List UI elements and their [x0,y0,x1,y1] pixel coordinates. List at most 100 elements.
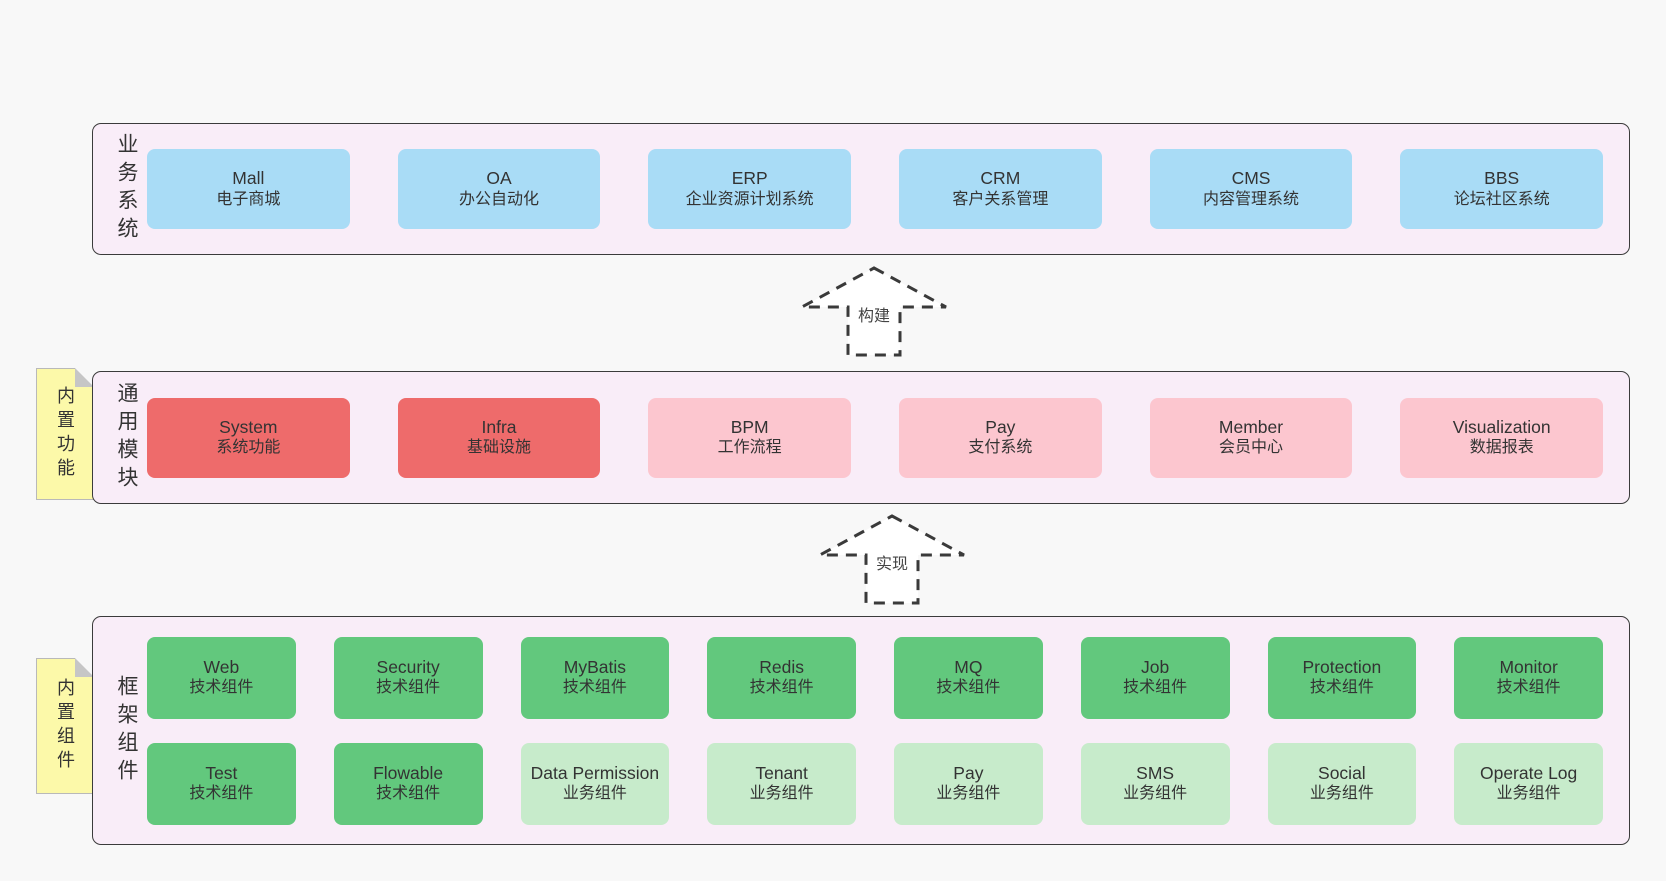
box-title: Tenant [755,762,808,783]
component-row-1: Web 技术组件 Security 技术组件 MyBatis 技术组件 Redi… [147,636,1603,719]
box-data-permission: Data Permission 业务组件 [520,742,670,825]
layer-framework-components: 框架组件 Web 技术组件 Security 技术组件 MyBatis 技术组件… [92,616,1630,845]
box-title: Security [376,656,440,677]
box-subtitle: 技术组件 [376,785,441,803]
box-title: MyBatis [563,656,626,677]
box-title: Redis [759,656,804,677]
box-protection: Protection 技术组件 [1267,636,1417,719]
box-erp: ERP 企业资源计划系统 [648,149,852,229]
box-test: Test 技术组件 [147,742,296,825]
box-member: Member 会员中心 [1149,397,1353,478]
box-title: Job [1141,656,1170,677]
box-subtitle: 企业资源计划系统 [685,190,814,208]
box-operate-log: Operate Log 业务组件 [1454,742,1603,825]
box-mq: MQ 技术组件 [894,636,1043,719]
box-subtitle: 业务组件 [1123,785,1188,803]
box-title: Social [1318,762,1366,783]
box-subtitle: 工作流程 [717,439,782,457]
box-title: Flowable [373,762,444,783]
box-subtitle: 业务组件 [936,785,1001,803]
box-title: MQ [954,656,983,677]
layer-common-modules: 通用模块 System 系统功能 Infra 基础设施 BPM 工作流程 Pay… [92,371,1630,504]
box-visualization: Visualization 数据报表 [1400,397,1604,478]
box-subtitle: 技术组件 [1309,679,1374,697]
box-subtitle: 系统功能 [216,439,281,457]
box-security: Security 技术组件 [333,636,483,719]
box-subtitle: 技术组件 [1123,679,1188,697]
box-subtitle: 电子商城 [216,190,281,208]
box-subtitle: 业务组件 [1309,785,1374,803]
box-job: Job 技术组件 [1080,636,1230,719]
component-row-2: Test 技术组件 Flowable 技术组件 Data Permission … [147,742,1603,825]
box-subtitle: 技术组件 [936,679,1001,697]
box-title: ERP [731,168,768,189]
box-flowable: Flowable 技术组件 [333,742,483,825]
sticky-note-text: 内置组件 [55,678,75,774]
box-subtitle: 技术组件 [562,679,627,697]
box-title: Data Permission [530,762,660,783]
implement-arrow: 实现 [817,514,967,606]
box-sms: SMS 业务组件 [1080,742,1230,825]
box-infra: Infra 基础设施 [397,397,601,478]
box-monitor: Monitor 技术组件 [1454,636,1603,719]
box-title: Pay [953,762,984,783]
box-oa: OA 办公自动化 [397,149,601,229]
layer-components-label: 框架组件 [115,674,138,787]
box-subtitle: 支付系统 [968,439,1033,457]
module-boxes: System 系统功能 Infra 基础设施 BPM 工作流程 Pay 支付系统… [147,397,1604,478]
box-subtitle: 业务组件 [562,785,627,803]
sticky-note-built-in-features: 内置功能 [36,368,94,500]
box-subtitle: 基础设施 [467,439,532,457]
box-subtitle: 业务组件 [749,785,814,803]
box-subtitle: 办公自动化 [459,190,540,208]
sticky-note-built-in-components: 内置组件 [36,658,94,794]
build-arrow-label: 构建 [855,302,893,326]
implement-arrow-label: 实现 [873,550,911,574]
box-title: Member [1218,416,1284,437]
business-boxes: Mall 电子商城 OA 办公自动化 ERP 企业资源计划系统 CRM 客户关系… [147,149,1604,229]
box-subtitle: 会员中心 [1219,439,1284,457]
box-title: Protection [1302,656,1382,677]
box-mybatis: MyBatis 技术组件 [520,636,670,719]
box-tenant: Tenant 业务组件 [707,742,856,825]
sticky-note-text: 内置功能 [55,386,75,482]
box-title: OA [486,168,512,189]
box-subtitle: 技术组件 [1496,679,1561,697]
box-pay-biz: Pay 业务组件 [894,742,1043,825]
box-subtitle: 内容管理系统 [1203,190,1300,208]
box-title: Operate Log [1479,762,1578,783]
box-subtitle: 业务组件 [1496,785,1561,803]
layer-modules-label: 通用模块 [115,381,138,494]
box-title: CMS [1231,168,1271,189]
box-social: Social 业务组件 [1267,742,1417,825]
box-title: Web [203,656,240,677]
box-subtitle: 论坛社区系统 [1453,190,1550,208]
box-bpm: BPM 工作流程 [648,397,852,478]
component-rows: Web 技术组件 Security 技术组件 MyBatis 技术组件 Redi… [147,636,1603,825]
box-subtitle: 数据报表 [1469,439,1534,457]
box-title: SMS [1136,762,1175,783]
box-title: Visualization [1452,416,1551,437]
box-subtitle: 客户关系管理 [952,190,1049,208]
box-title: Test [205,762,238,783]
box-subtitle: 技术组件 [189,785,254,803]
layer-business-label: 业务系统 [115,133,138,245]
box-title: Pay [985,416,1016,437]
box-bbs: BBS 论坛社区系统 [1400,149,1604,229]
box-subtitle: 技术组件 [376,679,441,697]
box-title: BBS [1484,168,1520,189]
box-crm: CRM 客户关系管理 [899,149,1102,229]
build-arrow: 构建 [799,266,949,358]
box-title: BPM [730,416,769,437]
box-web: Web 技术组件 [147,636,296,719]
box-title: CRM [980,168,1021,189]
box-cms: CMS 内容管理系统 [1149,149,1353,229]
box-redis: Redis 技术组件 [707,636,856,719]
box-pay: Pay 支付系统 [899,397,1102,478]
box-title: Mall [232,168,265,189]
box-system: System 系统功能 [147,397,350,478]
box-mall: Mall 电子商城 [147,149,350,229]
box-subtitle: 技术组件 [189,679,254,697]
box-title: Infra [481,416,517,437]
